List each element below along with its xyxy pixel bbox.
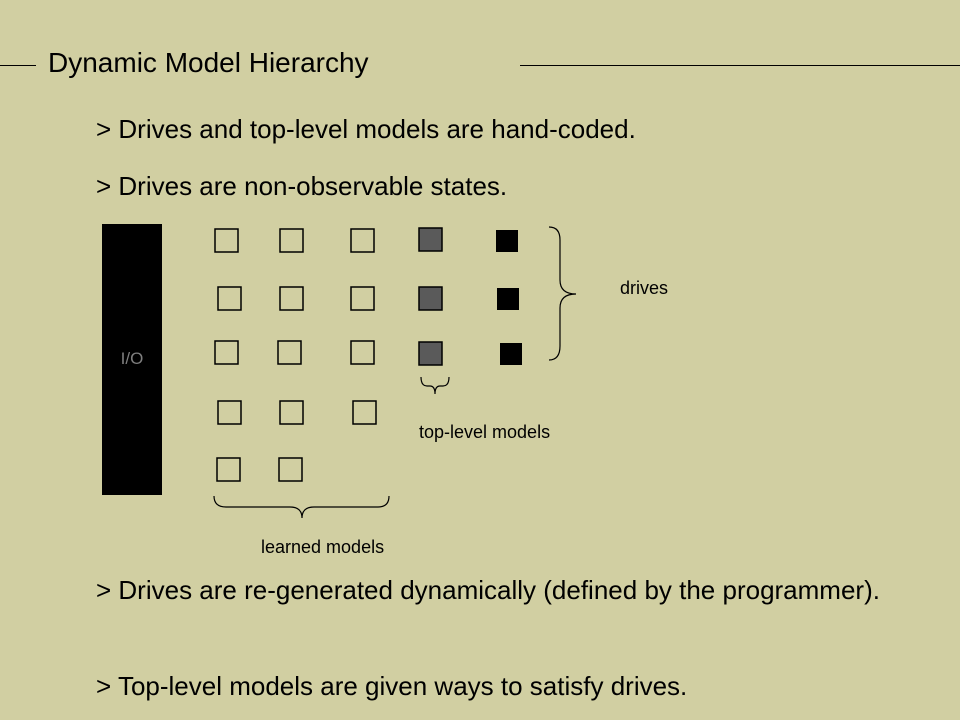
io-label: I/O <box>120 349 144 368</box>
bullet-regenerated: > Drives are re-generated dynamically (d… <box>96 575 880 605</box>
learned-model-box <box>350 340 375 365</box>
learned-model-box <box>278 457 303 482</box>
slide-title: Dynamic Model Hierarchy <box>48 47 369 78</box>
bullet-satisfy-drives: > Top-level models are given ways to sat… <box>96 671 688 701</box>
learned-model-box <box>350 228 375 253</box>
bullet-hand-coded: > Drives and top-level models are hand-c… <box>96 114 636 144</box>
drive-box <box>500 343 522 365</box>
learned-model-box <box>214 340 239 365</box>
learned-model-box <box>277 340 302 365</box>
learned-model-box <box>214 228 239 253</box>
learned-brace <box>213 495 390 519</box>
learned-model-box <box>216 457 241 482</box>
top-level-model-box <box>418 286 443 311</box>
learned-model-box <box>279 286 304 311</box>
top-level-model-box <box>418 341 443 366</box>
drive-box <box>497 288 519 310</box>
learned-model-box <box>217 286 242 311</box>
drives-brace <box>548 226 577 361</box>
top-level-models-label: top-level models <box>419 422 551 442</box>
learned-model-box <box>350 286 375 311</box>
learned-model-box <box>352 400 377 425</box>
io-bar <box>102 224 162 495</box>
title-rule-right <box>520 65 960 66</box>
learned-models-label: learned models <box>261 537 385 557</box>
top-level-brace <box>420 376 450 395</box>
bullet-non-observable: > Drives are non-observable states. <box>96 171 508 201</box>
learned-model-box <box>217 400 242 425</box>
learned-model-box <box>279 400 304 425</box>
title-rule-left <box>0 65 36 66</box>
drives-label: drives <box>620 278 669 298</box>
top-level-model-box <box>418 227 443 252</box>
drive-box <box>496 230 518 252</box>
learned-model-box <box>279 228 304 253</box>
